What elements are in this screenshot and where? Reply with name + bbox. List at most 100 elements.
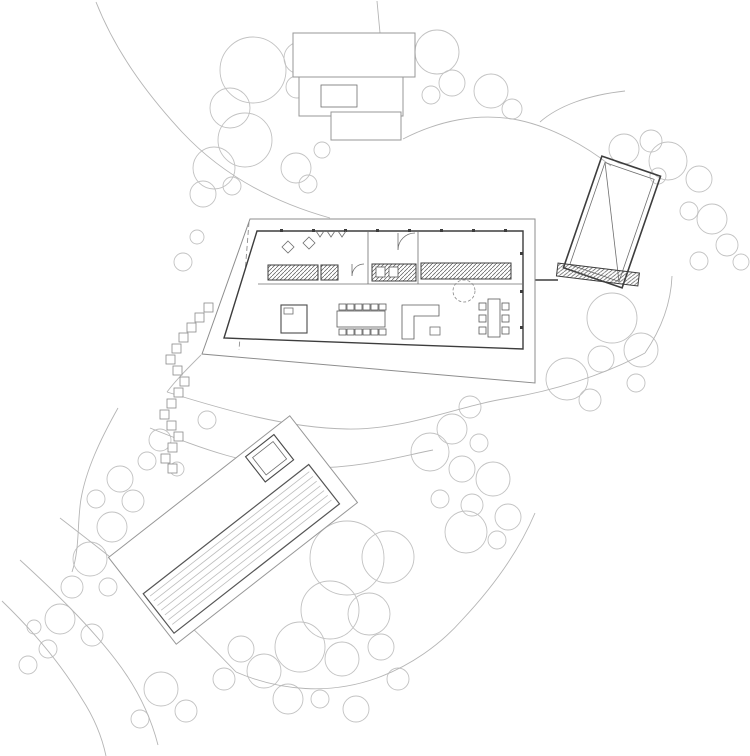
tree-canopy	[246, 653, 282, 689]
tree-canopy	[274, 621, 326, 673]
dining-chair	[338, 303, 347, 311]
step-stone	[167, 442, 178, 453]
pool-lane-line	[168, 495, 328, 621]
tree-canopy	[212, 667, 236, 691]
tree-canopy	[436, 413, 468, 445]
pool-lane-line	[160, 485, 321, 611]
step-stone	[167, 463, 178, 474]
tree-canopy	[679, 201, 699, 221]
kitchen-sink	[283, 307, 294, 315]
pool-terrace	[107, 415, 359, 645]
pool-lane-line	[164, 490, 325, 616]
dining-chair	[378, 328, 387, 336]
tree-canopy	[438, 69, 466, 97]
neighbor-building-2-inner	[320, 84, 358, 108]
tree-canopy	[639, 129, 663, 153]
tree-canopy	[310, 689, 330, 709]
dining-chair	[370, 303, 379, 311]
tree-canopy	[96, 511, 128, 543]
dining-chair	[346, 303, 355, 311]
tree-canopy	[685, 165, 713, 193]
step-stone	[171, 343, 182, 354]
step-stone	[166, 398, 177, 409]
tree-canopy	[410, 432, 450, 472]
column-dot	[440, 229, 443, 232]
contour-line	[539, 90, 626, 123]
trees-layer	[18, 29, 750, 729]
tree-canopy	[342, 695, 370, 723]
tree-canopy	[347, 592, 391, 636]
kitchen-island	[280, 304, 308, 334]
neighbor-building-1	[292, 32, 416, 78]
tree-canopy	[361, 530, 415, 584]
contour-line	[166, 354, 202, 393]
stepping-stones-layer	[159, 302, 214, 474]
bath-fixture	[388, 266, 399, 278]
l-sofa	[401, 304, 440, 340]
tree-canopy	[715, 233, 739, 257]
tree-canopy	[130, 709, 150, 729]
tree-canopy	[732, 253, 750, 271]
patio-chair	[478, 302, 487, 311]
step-stone	[173, 431, 184, 442]
tree-canopy	[106, 465, 134, 493]
step-stone	[159, 409, 170, 420]
tree-canopy	[86, 489, 106, 509]
storage-hatch-bar	[420, 262, 512, 280]
tree-canopy	[209, 87, 251, 129]
structures-layer	[107, 32, 662, 645]
tree-canopy	[217, 112, 273, 168]
tree-canopy	[414, 29, 460, 75]
coat-hooks-marks	[315, 230, 347, 238]
patio-chair	[478, 326, 487, 335]
neighbor-building-2	[298, 76, 404, 117]
dining-chair	[354, 328, 363, 336]
diamond-fixture	[302, 236, 316, 250]
outbuilding-ramp-line	[604, 162, 620, 282]
step-stone	[179, 376, 190, 387]
tree-canopy	[648, 141, 688, 181]
tree-canopy	[80, 623, 104, 647]
pool-lane-line	[153, 476, 314, 602]
side-table	[429, 326, 441, 336]
tree-canopy	[458, 395, 482, 419]
step-stone	[178, 332, 189, 343]
tree-canopy	[192, 146, 236, 190]
contour-line	[1, 600, 107, 756]
tree-canopy	[313, 141, 331, 159]
column-dot	[312, 229, 315, 232]
column-dot	[408, 229, 411, 232]
tree-canopy	[280, 152, 312, 184]
dining-chair	[370, 328, 379, 336]
tree-canopy	[473, 73, 509, 109]
contour-line	[644, 275, 673, 354]
tree-canopy	[430, 489, 450, 509]
tree-canopy	[367, 633, 395, 661]
column-dot	[520, 290, 523, 293]
tree-canopy	[26, 619, 42, 635]
tree-canopy	[219, 36, 287, 104]
tree-canopy	[386, 667, 410, 691]
contour-line	[19, 559, 159, 746]
column-dot	[344, 229, 347, 232]
tree-canopy	[626, 373, 646, 393]
tree-canopy	[300, 580, 360, 640]
dining-chair	[362, 303, 371, 311]
tree-canopy	[545, 357, 589, 401]
diamond-fixture	[281, 240, 295, 254]
tree-canopy	[460, 493, 484, 517]
door-swing	[351, 263, 365, 277]
tree-canopy	[469, 433, 489, 453]
patio-chair	[501, 326, 510, 335]
storage-hatch-bar	[320, 264, 339, 281]
contour-line	[71, 407, 119, 573]
spa-square	[244, 433, 295, 483]
tree-canopy	[227, 635, 255, 663]
tree-canopy	[148, 428, 172, 452]
dining-chair	[378, 303, 387, 311]
dining-chair	[354, 303, 363, 311]
patio-chair	[501, 302, 510, 311]
dining-table	[336, 310, 386, 328]
tree-canopy	[272, 683, 304, 715]
